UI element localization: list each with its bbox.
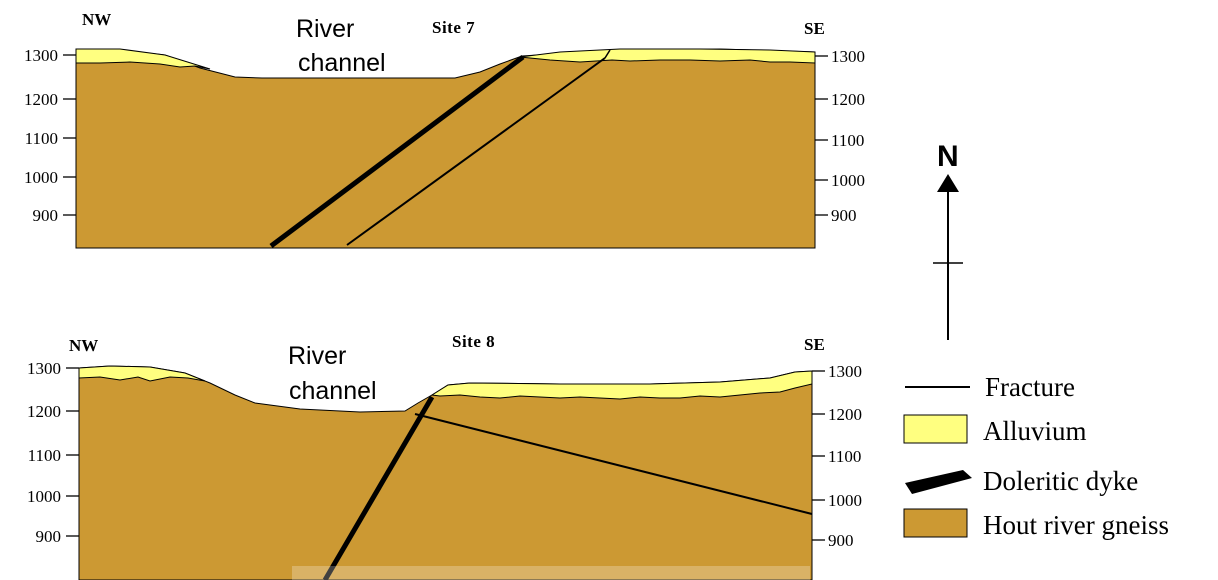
alluvium-deposit [430, 370, 813, 400]
legend-alluvium-swatch [903, 414, 968, 444]
legend-gneiss-swatch [903, 508, 968, 538]
north-arrow: N [933, 140, 963, 340]
direction-label-nw: NW [69, 336, 98, 355]
legend-dyke-symbol [905, 470, 972, 494]
fracture-line [604, 49, 611, 59]
right-tick-label: 900 [828, 531, 854, 550]
direction-label-nw: NW [82, 10, 111, 29]
left-tick-label: 900 [33, 206, 59, 225]
left-tick-label: 1000 [24, 168, 58, 187]
gneiss-body [78, 365, 813, 580]
right-tick-label: 1200 [831, 90, 865, 109]
legend: Fracture Alluvium Doleritic dyke Hout ri… [903, 372, 1169, 540]
site-label: Site 7 [432, 18, 475, 37]
left-tick-label: 1300 [27, 359, 61, 378]
left-tick-label: 900 [36, 527, 62, 546]
right-tick-label: 1100 [831, 131, 864, 150]
legend-label: Doleritic dyke [983, 466, 1138, 496]
legend-label: Fracture [985, 372, 1075, 402]
fracture-line [414, 413, 813, 515]
left-tick-label: 1200 [27, 402, 61, 421]
section-site-8: 1300 1200 1100 1000 900 1300 1200 1100 1… [27, 332, 862, 580]
doleritic-dyke [322, 395, 435, 580]
direction-label-se: SE [804, 19, 825, 38]
river-channel-label: River [288, 342, 346, 370]
alluvium-deposit [75, 48, 211, 70]
right-tick-label: 1300 [831, 47, 865, 66]
gneiss-body [75, 48, 816, 249]
legend-label: Hout river gneiss [983, 510, 1169, 540]
watermark-band [292, 566, 810, 580]
river-channel-label: channel [289, 377, 377, 405]
left-tick-label: 1200 [24, 90, 58, 109]
right-tick-label: 1200 [828, 405, 862, 424]
fracture-line [346, 57, 606, 246]
left-tick-label: 1100 [25, 129, 58, 148]
doleritic-dyke [269, 55, 525, 248]
alluvium-deposit [519, 48, 816, 64]
right-tick-label: 1000 [828, 491, 862, 510]
right-tick-label: 1100 [828, 447, 861, 466]
alluvium-deposit [78, 365, 206, 382]
north-arrow-label: N [937, 140, 959, 173]
right-tick-label: 900 [831, 206, 857, 225]
right-tick-label: 1000 [831, 171, 865, 190]
north-arrow-head [937, 174, 959, 192]
left-tick-label: 1300 [24, 46, 58, 65]
left-tick-label: 1100 [28, 446, 61, 465]
left-tick-label: 1000 [27, 487, 61, 506]
river-channel-label: channel [298, 49, 386, 77]
right-tick-label: 1300 [828, 362, 862, 381]
legend-label: Alluvium [983, 416, 1087, 446]
section-site-7: 1300 1200 1100 1000 900 1300 1200 1100 1… [24, 10, 865, 249]
river-channel-label: River [296, 15, 354, 43]
site-label: Site 8 [452, 332, 495, 351]
direction-label-se: SE [804, 335, 825, 354]
